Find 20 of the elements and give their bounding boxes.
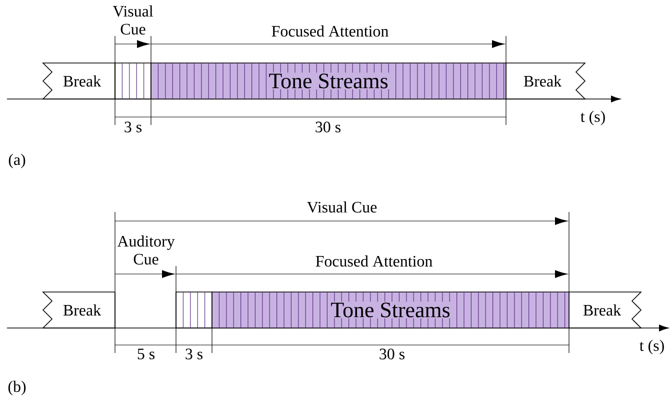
label: Focused Attention [316,255,432,267]
label: (b) [8,380,26,396]
label: 3 s [186,348,202,360]
label: 30 s [380,348,404,360]
label: t (s) [640,340,664,354]
label: 5 s [138,348,154,360]
label: t (s) [580,110,605,126]
label: Focused Attention [272,25,388,37]
break-box: Break [42,292,116,328]
break-box: Break [568,292,642,328]
label: Auditory Cue [117,235,175,265]
label: Visual Cue [112,5,154,35]
label: 30 s [316,122,340,132]
break-box: Break [506,62,586,100]
break-box: Break [42,62,116,100]
tone-stream-band: Tone Streams [212,292,570,328]
label: 3 s [124,122,142,132]
label: Visual Cue [307,201,377,213]
label: (a) [8,154,26,168]
tone-stream-band: Tone Streams [150,62,506,100]
